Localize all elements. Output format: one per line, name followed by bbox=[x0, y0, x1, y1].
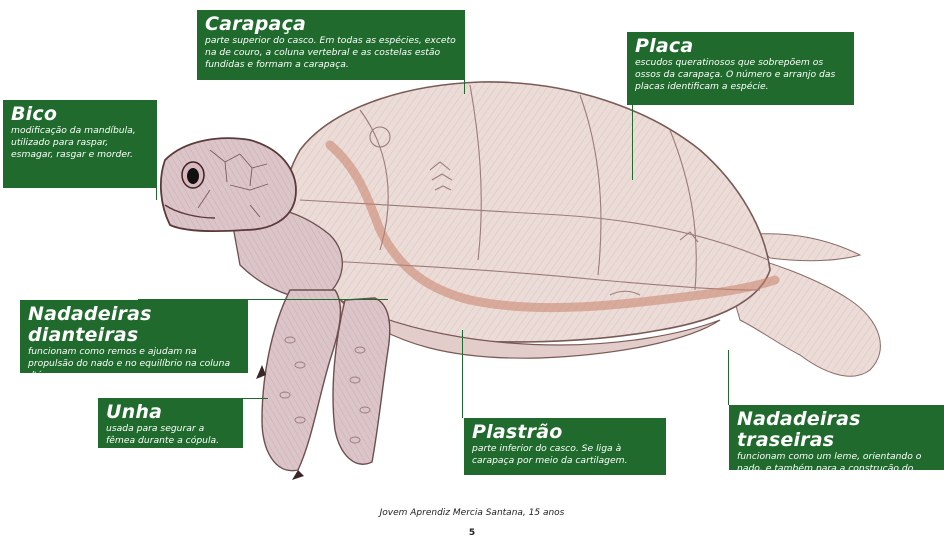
label-bico: Bico modificação da mandíbula, utilizado… bbox=[3, 100, 157, 188]
leader-plastrao bbox=[462, 330, 463, 418]
front-flipper-right bbox=[333, 298, 390, 464]
label-carapaca: Carapaça parte superior do casco. Em tod… bbox=[197, 10, 465, 80]
label-description: parte inferior do casco. Se liga à carap… bbox=[472, 443, 658, 467]
label-nadadeiras-dianteiras: Nadadeiras dianteiras funcionam como rem… bbox=[20, 300, 248, 373]
label-description: escudos queratinosos que sobrepõem os os… bbox=[635, 57, 846, 93]
head bbox=[161, 138, 296, 231]
label-title: Carapaça bbox=[205, 14, 457, 35]
label-title: Plastrão bbox=[472, 422, 658, 443]
label-placa: Placa escudos queratinosos que sobrepõem… bbox=[627, 32, 854, 105]
label-title: Nadadeiras dianteiras bbox=[28, 304, 240, 346]
label-title: Nadadeiras traseiras bbox=[737, 409, 936, 451]
label-title: Unha bbox=[106, 402, 235, 423]
label-nadadeiras-traseiras: Nadadeiras traseiras funcionam como um l… bbox=[729, 405, 944, 470]
label-description: usada para segurar a fêmea durante a cóp… bbox=[106, 423, 235, 447]
author-credit: Jovem Aprendiz Mercia Santana, 15 anos bbox=[0, 508, 944, 518]
label-description: funcionam como um leme, orientando o nad… bbox=[737, 451, 936, 487]
leader-carapaca bbox=[464, 80, 465, 94]
label-title: Bico bbox=[11, 104, 149, 125]
label-description: modificação da mandíbula, utilizado para… bbox=[11, 125, 149, 161]
leader-nadadeiras-traseiras bbox=[728, 350, 729, 405]
front-flipper-left bbox=[262, 290, 340, 471]
label-description: funcionam como remos e ajudam na propuls… bbox=[28, 346, 240, 382]
label-description: parte superior do casco. Em todas as esp… bbox=[205, 35, 457, 71]
leader-placa bbox=[632, 105, 633, 180]
leader-bico bbox=[156, 188, 157, 200]
label-unha: Unha usada para segurar a fêmea durante … bbox=[98, 398, 243, 448]
page-number: 5 bbox=[0, 528, 944, 538]
label-title: Placa bbox=[635, 36, 846, 57]
label-plastrao: Plastrão parte inferior do casco. Se lig… bbox=[464, 418, 666, 475]
